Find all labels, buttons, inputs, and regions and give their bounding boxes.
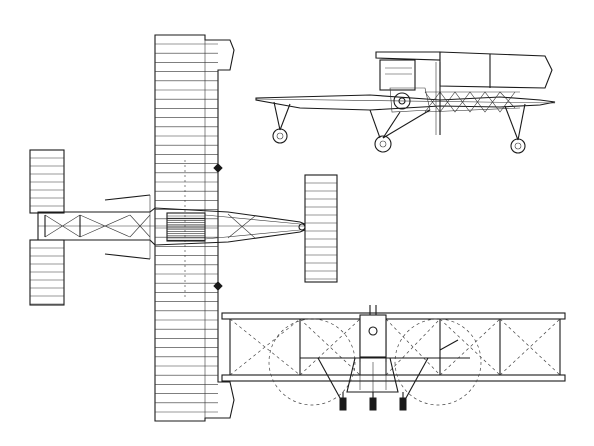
rib-line [385,318,441,376]
tailplane-plan [29,149,65,306]
canard-plan [304,174,338,283]
canard-side [439,51,553,89]
tail-surfaces-side [375,51,441,91]
engine-side [393,62,441,135]
rib-line [499,318,561,376]
cockpit-hatch [167,215,205,241]
tailplane-ribs [30,157,64,305]
rib-line [439,318,501,376]
wing-ribs [155,40,218,418]
rib-line [499,318,561,376]
center-nacelle-front [317,305,459,411]
front-view [221,305,566,411]
upper-wing-front [221,312,566,320]
rib-line [299,318,361,376]
plan-view [29,34,338,422]
canard-ribs [305,182,337,280]
landing-gear-side [272,101,526,154]
rib-line [439,318,501,376]
rib-line [229,318,301,376]
rib-line [299,318,361,376]
interplane-struts [229,318,561,376]
main-wing-plan [154,34,235,422]
side-view [255,51,556,154]
lower-wing-front [221,374,566,382]
